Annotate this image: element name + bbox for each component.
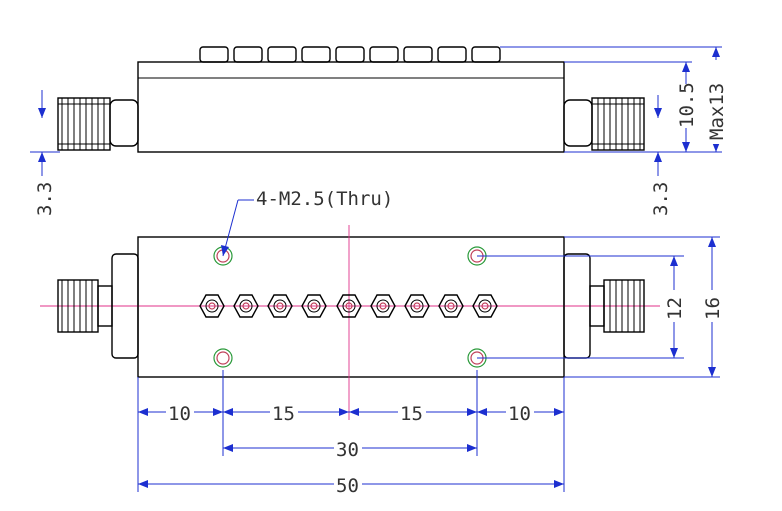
sma-connector-left-side: [57, 97, 139, 151]
tuning-screws-top: [199, 294, 498, 318]
side-view: [30, 46, 722, 176]
dim-right-offset: 3.3: [650, 182, 672, 216]
sma-connector-right-side: [563, 97, 645, 151]
dim-seg2: 15: [272, 403, 295, 425]
sma-connector-right-top: [563, 253, 645, 359]
dim-hole-span: 30: [336, 439, 359, 461]
dim-hole-pitch-vertical: 12: [664, 297, 686, 320]
dim-seg4: 10: [508, 403, 531, 425]
dim-left-offset: 3.3: [34, 182, 56, 216]
thread-note: 4-M2.5(Thru): [256, 188, 393, 210]
sma-connector-left-top: [57, 253, 139, 359]
dim-height: 10.5: [676, 82, 698, 128]
dim-seg1: 10: [168, 403, 191, 425]
top-view-body: [137, 236, 565, 378]
dim-seg3: 15: [400, 403, 423, 425]
dim-overall-length: 50: [336, 475, 359, 497]
dim-max-height: Max13: [706, 83, 728, 140]
top-view: [40, 199, 720, 492]
tuning-screws-side: [199, 46, 501, 63]
dim-width: 16: [702, 297, 724, 320]
side-view-body: [137, 61, 565, 153]
